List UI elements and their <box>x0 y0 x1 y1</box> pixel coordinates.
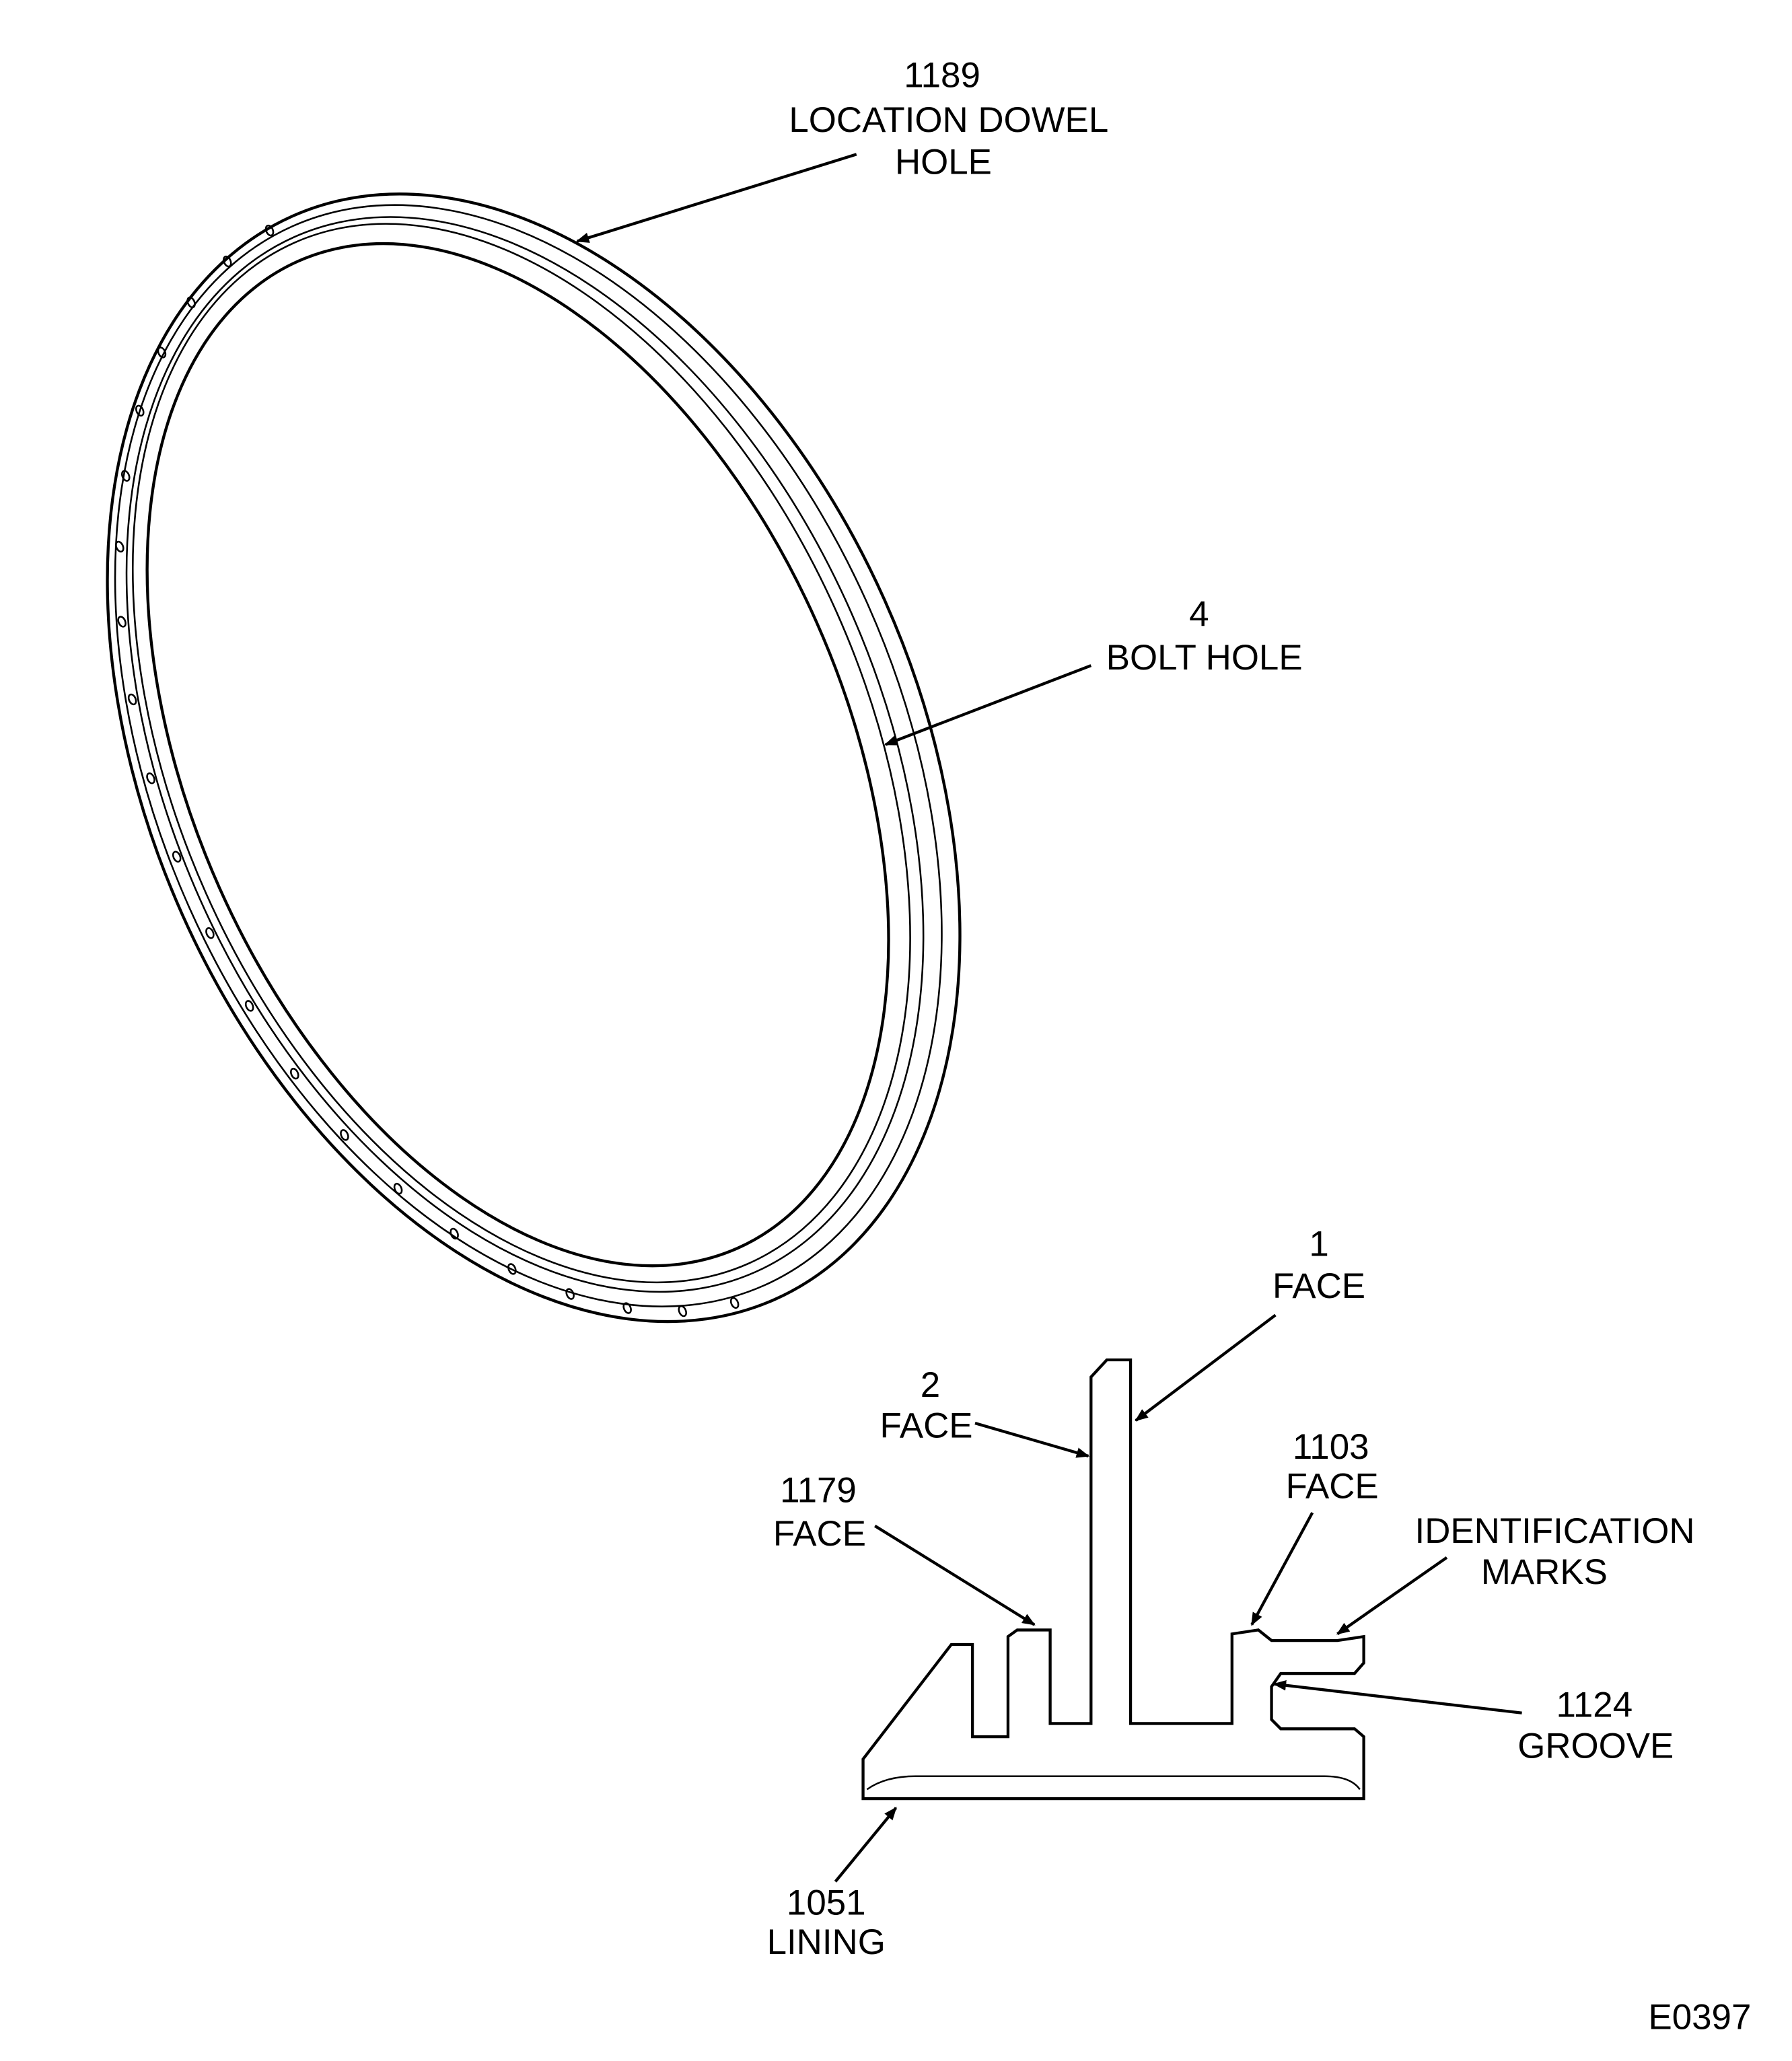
bolt-hole <box>127 693 137 706</box>
ring-drawing <box>106 192 962 1324</box>
dowel-line2: HOLE <box>895 143 992 182</box>
bolt-hole <box>135 404 145 417</box>
face2-line1: FACE <box>880 1406 973 1446</box>
leader-arrows <box>575 153 1522 1883</box>
face1179-line1: FACE <box>773 1514 866 1554</box>
lining-line <box>866 1775 1361 1791</box>
bolt-hole <box>146 772 155 785</box>
arrow-ident <box>1336 1556 1448 1636</box>
ident-line1: IDENTIFICATION <box>1415 1511 1695 1551</box>
arrow-face-2 <box>974 1421 1090 1458</box>
ring-step-edge <box>125 216 925 1293</box>
arrow-groove <box>1273 1679 1522 1714</box>
bolt-hole <box>340 1129 349 1141</box>
cross-section <box>861 1358 1365 1801</box>
lining-line1: LINING <box>767 1922 886 1962</box>
bolt-hole <box>223 255 232 268</box>
arrow-dowel <box>575 153 857 243</box>
face2-number: 2 <box>921 1365 940 1405</box>
lining-number: 1051 <box>787 1883 866 1922</box>
ring-step-edge-2 <box>132 223 911 1284</box>
ring-inner-edge <box>145 242 890 1268</box>
groove-line1: GROOVE <box>1517 1726 1674 1766</box>
bolt-hole <box>157 347 167 359</box>
bolt-hole <box>290 1067 299 1080</box>
bolt-hole <box>264 224 275 237</box>
figure-id: E0397 <box>1649 1998 1752 2037</box>
bolt-hole <box>507 1263 517 1275</box>
bolt-hole <box>678 1305 687 1317</box>
bolt-hole <box>117 616 127 628</box>
arrow-face-1103 <box>1250 1512 1314 1626</box>
face1103-line1: FACE <box>1286 1467 1379 1507</box>
bolt-hole <box>393 1182 403 1195</box>
ident-line2: MARKS <box>1481 1552 1608 1592</box>
bolt-line1: BOLT HOLE <box>1106 638 1303 678</box>
face1-line1: FACE <box>1273 1266 1365 1306</box>
face1179-number: 1179 <box>780 1470 857 1510</box>
section-profile <box>861 1358 1365 1801</box>
bolt-hole <box>205 927 215 939</box>
arrow-bolt <box>884 664 1092 746</box>
labels: 1189 LOCATION DOWEL HOLE 4 BOLT HOLE 1 F… <box>767 56 1752 2037</box>
ring-flange-edge <box>114 204 943 1307</box>
arrow-lining <box>834 1807 898 1883</box>
dowel-number: 1189 <box>904 56 980 96</box>
bolt-number: 4 <box>1189 594 1209 634</box>
arrow-face-1179 <box>874 1524 1036 1626</box>
ring-outer-edge <box>106 192 962 1324</box>
bolt-hole <box>729 1297 740 1309</box>
bolt-holes <box>115 224 740 1317</box>
bolt-hole <box>115 540 124 553</box>
groove-number: 1124 <box>1556 1686 1633 1725</box>
arrow-face-1 <box>1135 1313 1277 1422</box>
face1-number: 1 <box>1309 1224 1328 1264</box>
bolt-hole <box>622 1302 632 1314</box>
bolt-hole <box>121 470 131 482</box>
face1103-number: 1103 <box>1293 1427 1369 1467</box>
bolt-hole <box>172 851 182 863</box>
bolt-hole <box>450 1227 459 1240</box>
dowel-line1: LOCATION DOWEL <box>789 100 1108 140</box>
bolt-hole <box>186 296 196 309</box>
bolt-hole <box>244 1000 254 1012</box>
bolt-hole <box>565 1288 575 1300</box>
